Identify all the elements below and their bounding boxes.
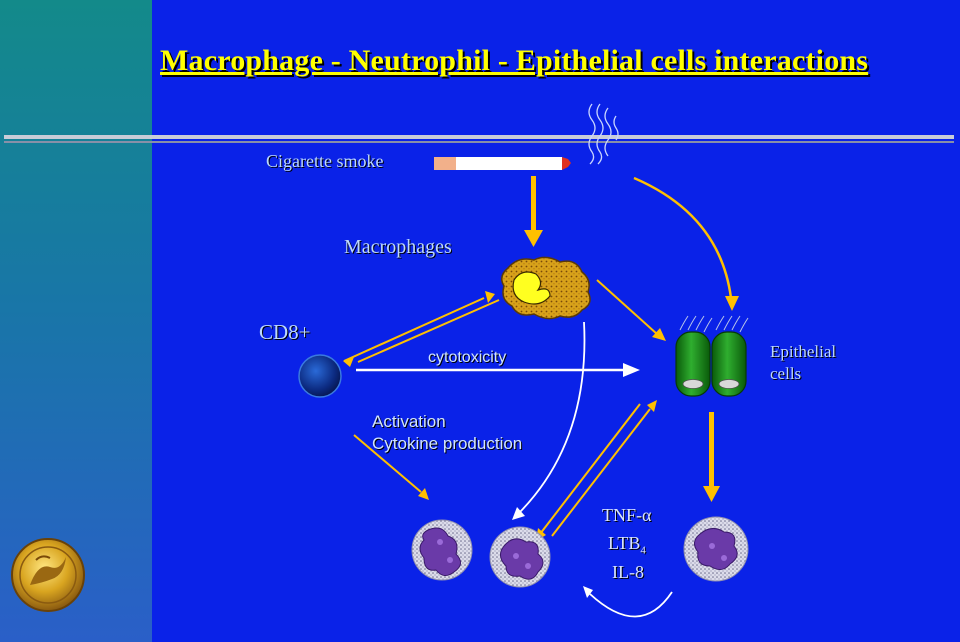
cigarette-smoke-label: Cigarette smoke [266,151,384,171]
gold-coin-logo [11,538,85,612]
neutrophil-1 [411,519,473,581]
macrophage-to-epithelial-arrow [596,279,666,341]
cd8-macrophage-arrows [343,291,500,367]
macrophages-label: Macrophages [344,236,452,258]
smoke-to-epithelial-arrow [633,176,733,299]
cigarette-icon [434,157,571,170]
ltb4-label: LTB4 [608,533,646,557]
slide-title: Macrophage - Neutrophil - Epithelial cel… [160,44,869,77]
cytokine-production-label: Cytokine production [372,434,523,453]
slide-canvas [152,0,960,642]
title-rule [4,135,954,143]
epithelial-label-line1: Epithelial [770,342,837,361]
mediator-feedback-arrow [583,586,673,618]
activation-label: Activation [372,412,446,431]
cd8-to-neutrophil-arrow [353,434,429,500]
cd8-cell [298,354,342,398]
cytotoxicity-label: cytotoxicity [428,349,507,366]
cd8-label: CD8+ [259,320,311,344]
neutrophil-2 [489,526,551,588]
il8-label: IL-8 [612,562,644,582]
smoke-to-macrophage-arrow [524,176,543,247]
macrophage-to-neutrophil-arrow [512,321,586,520]
ltb-subscript: 4 [640,544,646,557]
macrophage-cell [501,256,591,320]
sidebar-gradient [0,0,152,642]
epithelial-to-neutrophil-arrow [703,412,720,502]
smoke-icon [588,103,619,165]
epithelial-cells [675,315,749,397]
ltb-main-text: LTB [608,533,641,553]
epithelial-label-line2: cells [770,364,802,383]
cytotoxicity-arrow [356,363,640,377]
neutrophil-3 [683,516,749,582]
tnf-alpha-label: TNF-α [602,505,652,525]
